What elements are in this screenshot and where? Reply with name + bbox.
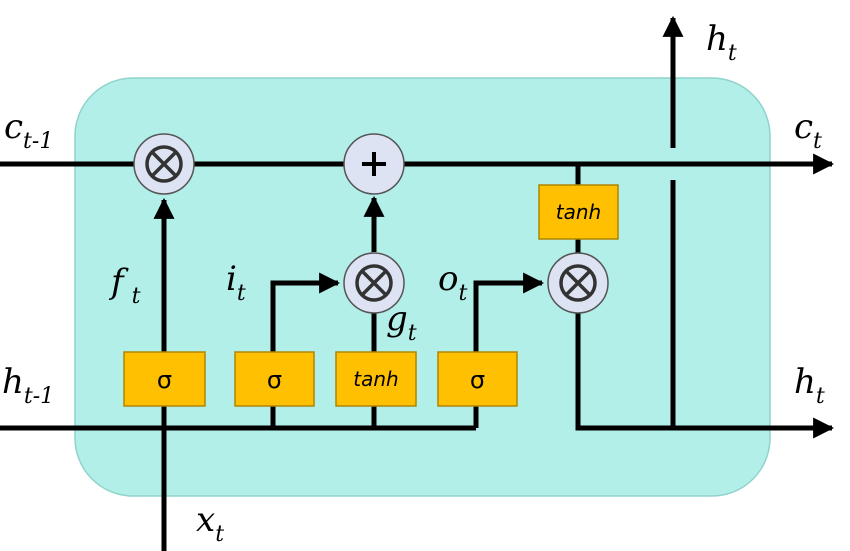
h-prev-label: ht-1 — [2, 362, 54, 409]
i-gate-label: it — [226, 259, 246, 306]
output-multiply-op — [547, 252, 609, 314]
multiply-icon — [355, 264, 393, 302]
c-prev-label: ct-1 — [4, 107, 53, 154]
candidate-gate-label: tanh — [353, 367, 398, 391]
forget-gate-label: σ — [157, 366, 172, 394]
output-gate-label: σ — [470, 366, 485, 394]
o-gate-label: ot — [438, 259, 467, 306]
h-out-top-label: ht — [706, 19, 737, 66]
forget-gate: σ — [123, 351, 206, 407]
multiply-icon — [145, 145, 183, 183]
cell-tanh-gate: tanh — [538, 184, 619, 240]
forget-multiply-op — [133, 133, 195, 195]
g-gate-label: gt — [386, 299, 417, 346]
cell-tanh-label: tanh — [556, 200, 601, 224]
output-gate: σ — [437, 351, 518, 407]
add-op — [343, 133, 405, 195]
input-multiply-op — [343, 252, 405, 314]
c-next-label: ct — [794, 107, 822, 154]
x-input-label: xt — [196, 500, 224, 547]
h-out-right-label: ht — [794, 362, 825, 409]
candidate-gate: tanh — [335, 351, 417, 407]
input-gate-label: σ — [267, 366, 282, 394]
multiply-icon — [559, 264, 597, 302]
hidden-output-path — [575, 310, 835, 439]
input-gate: σ — [234, 351, 315, 407]
